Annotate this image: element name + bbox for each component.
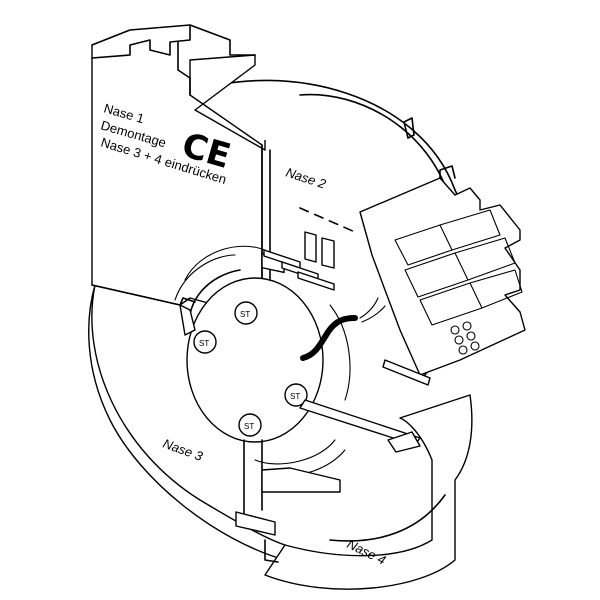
screw-icon: ST	[238, 413, 262, 437]
screw-label: ST	[199, 339, 209, 348]
label-nase3: Nase 3	[161, 436, 206, 464]
motor-pins	[263, 231, 335, 291]
screw-label: ST	[244, 422, 254, 431]
screw-icon: ST	[284, 383, 308, 407]
connector-block	[359, 117, 526, 376]
label-nase2: Nase 2	[284, 165, 329, 192]
screw-label: ST	[290, 392, 300, 401]
screw-icon: ST	[193, 330, 217, 354]
screw-label: ST	[240, 310, 250, 319]
support-struts	[179, 304, 431, 563]
screw-icon: ST	[234, 301, 258, 325]
screws: ST ST ST ST	[193, 301, 308, 437]
cable-icon	[300, 297, 386, 361]
